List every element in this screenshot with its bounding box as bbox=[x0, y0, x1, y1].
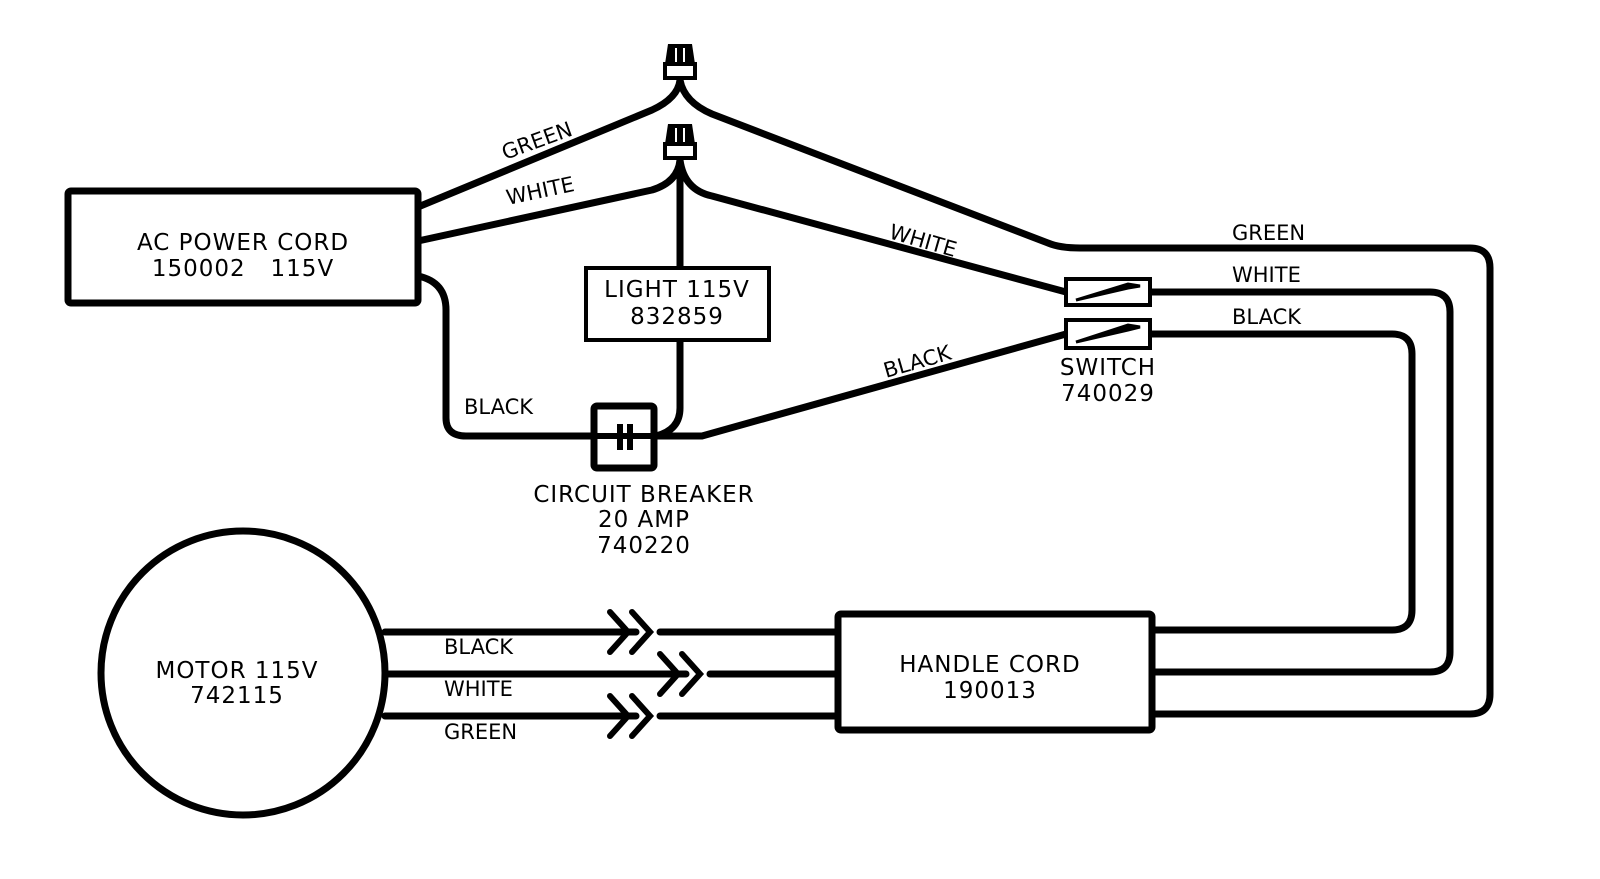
chevron-icon bbox=[607, 693, 655, 739]
label-motor-black: BLACK bbox=[444, 635, 514, 659]
wire-light-to-breaker bbox=[652, 336, 684, 440]
label-right-black: BLACK bbox=[1232, 305, 1302, 329]
ac-power-cord-spec: 150002 115V bbox=[152, 256, 334, 282]
label-right-green: GREEN bbox=[1232, 221, 1305, 245]
label-motor-white: WHITE bbox=[444, 677, 513, 701]
connector-chevrons bbox=[607, 609, 705, 739]
circuit-breaker-name: CIRCUIT BREAKER bbox=[533, 482, 754, 508]
wire-cord-black bbox=[414, 272, 598, 440]
label-cord-black: BLACK bbox=[464, 395, 534, 419]
wires bbox=[381, 76, 1494, 720]
light-box: LIGHT 115V 832859 bbox=[584, 266, 771, 342]
circuit-breaker: CIRCUIT BREAKER 20 AMP 740220 bbox=[533, 402, 754, 559]
wire-switch-bottom-to-handle-black bbox=[1146, 330, 1416, 634]
motor: MOTOR 115V 742115 bbox=[97, 527, 389, 819]
ac-power-cord-box: AC POWER CORD 150002 115V bbox=[64, 187, 422, 307]
switch: SWITCH 740029 bbox=[1060, 277, 1156, 407]
light-part: 832859 bbox=[630, 304, 724, 330]
switch-name: SWITCH bbox=[1060, 355, 1156, 381]
wire-breaker-to-switch-black bbox=[652, 330, 1070, 440]
circuit-breaker-rating: 20 AMP bbox=[598, 507, 690, 533]
handle-cord-name: HANDLE CORD bbox=[899, 652, 1080, 678]
ac-power-cord-name: AC POWER CORD bbox=[137, 230, 349, 256]
chevron-icon bbox=[657, 651, 705, 697]
wire-nut-green-to-handle bbox=[676, 76, 1494, 718]
label-cord-white: WHITE bbox=[504, 172, 576, 210]
light-name: LIGHT 115V bbox=[604, 277, 750, 303]
label-right-white: WHITE bbox=[1232, 263, 1301, 287]
handle-cord-part: 190013 bbox=[943, 678, 1037, 704]
circuit-breaker-part: 740220 bbox=[597, 533, 691, 559]
motor-name: MOTOR 115V bbox=[155, 658, 318, 684]
motor-part: 742115 bbox=[190, 683, 284, 709]
wire-nut-top bbox=[663, 44, 697, 80]
label-motor-green: GREEN bbox=[444, 720, 517, 744]
switch-part: 740029 bbox=[1061, 381, 1155, 407]
handle-cord-box: HANDLE CORD 190013 bbox=[834, 610, 1156, 734]
chevron-icon bbox=[607, 609, 655, 655]
wire-switch-top-to-handle-white bbox=[1146, 288, 1454, 676]
wire-nut-middle bbox=[663, 124, 697, 160]
